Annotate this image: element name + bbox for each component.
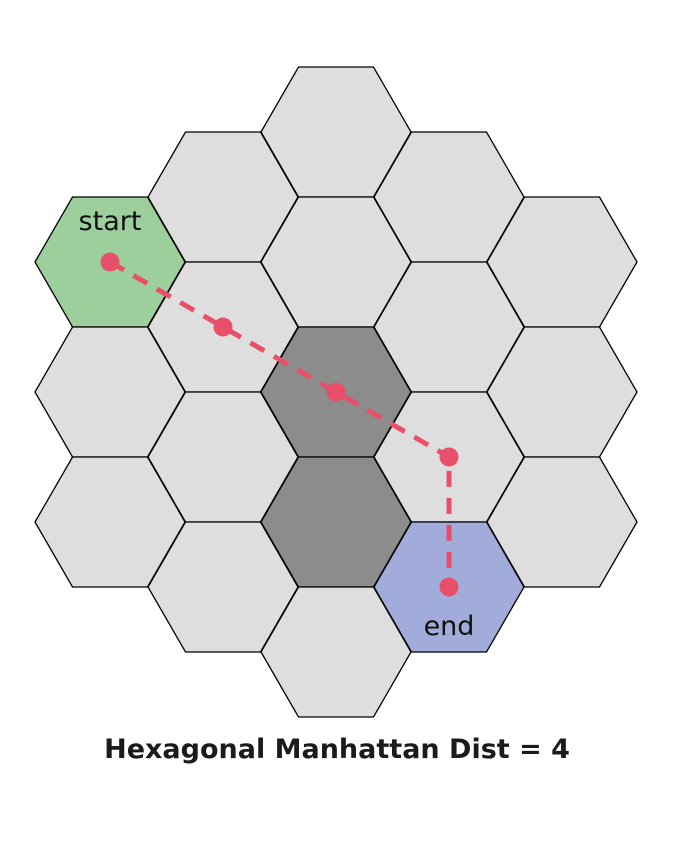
distance-path [100, 252, 459, 597]
cell-labels: start end [79, 206, 475, 642]
hex-cells [34, 66, 638, 718]
start-label: start [79, 206, 142, 237]
end-label: end [424, 611, 475, 642]
path-point [439, 577, 459, 597]
diagram-caption: Hexagonal Manhattan Dist = 4 [104, 734, 570, 765]
path-point [213, 317, 233, 337]
path-dashed-line [108, 259, 452, 587]
path-point [100, 252, 120, 272]
path-point [439, 447, 459, 467]
hex-cell [260, 586, 412, 718]
path-point [326, 382, 346, 402]
